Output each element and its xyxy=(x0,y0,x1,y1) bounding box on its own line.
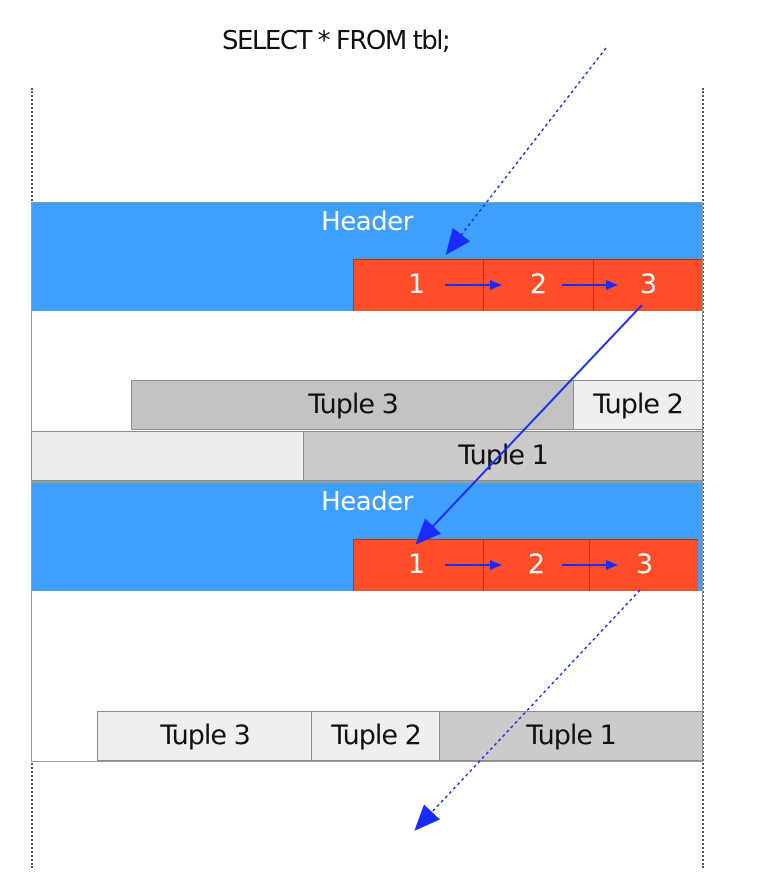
page-2-tuple-1: Tuple 1 xyxy=(439,711,703,761)
page-2-slot-3: 3 xyxy=(635,549,654,580)
page-1-header: Header 1 2 3 xyxy=(32,203,702,311)
page-1-free-space xyxy=(31,431,305,481)
page-2-tuple-2: Tuple 2 xyxy=(311,711,441,761)
page-1-tuple-3: Tuple 3 xyxy=(131,380,575,430)
page-2-header: Header 1 2 3 xyxy=(32,483,702,591)
sql-query: SELECT * FROM tbl; xyxy=(222,26,451,56)
page-1-header-label: Header xyxy=(321,207,413,237)
exit-arrow xyxy=(414,589,641,831)
page-1-tuple-2: Tuple 2 xyxy=(573,380,703,430)
right-scan-boundary xyxy=(702,88,704,868)
heap-page-1: Header 1 2 3 Tuple 3 Tuple 2 Tuple 1 xyxy=(31,202,703,482)
next-page-arrow xyxy=(415,304,643,545)
entry-arrow xyxy=(445,47,607,256)
page-2-header-label: Header xyxy=(321,487,413,517)
page-1-slot-3: 3 xyxy=(639,269,658,300)
page-2-slot-array: 1 2 3 xyxy=(353,539,698,591)
page-1-slot-array: 1 2 3 xyxy=(353,259,702,311)
heap-page-2: Header 1 2 3 Tuple 3 Tuple 2 Tuple 1 xyxy=(31,482,703,762)
page-1-tuple-1: Tuple 1 xyxy=(303,431,703,481)
page-2-tuple-3: Tuple 3 xyxy=(97,711,313,761)
